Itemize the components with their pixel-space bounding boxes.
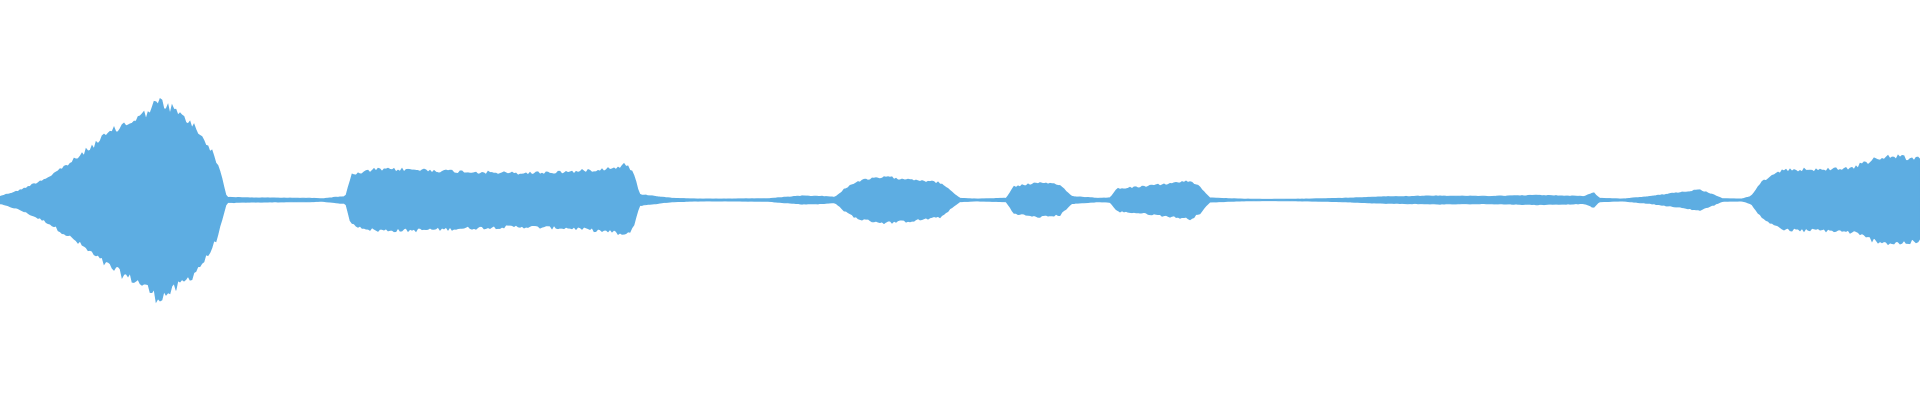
waveform-shape: [0, 98, 1920, 304]
